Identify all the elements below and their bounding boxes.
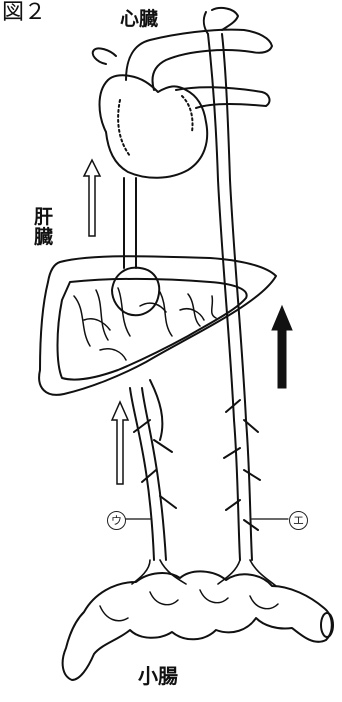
hollow-arrow-upper	[84, 160, 100, 236]
small-intestine	[63, 571, 332, 680]
heart-label: 心臓	[120, 10, 158, 29]
hollow-arrow-lower	[112, 402, 128, 484]
hepatic-portal-vein	[124, 178, 136, 268]
marker-e: エ	[289, 511, 308, 530]
liver-label: 肝臓	[34, 208, 56, 248]
marker-u: ウ	[107, 511, 126, 530]
figure-label: 図２	[2, 2, 46, 24]
aortic-arch	[126, 30, 272, 90]
intestine-label: 小腸	[138, 666, 178, 686]
solid-arrow	[272, 306, 292, 388]
